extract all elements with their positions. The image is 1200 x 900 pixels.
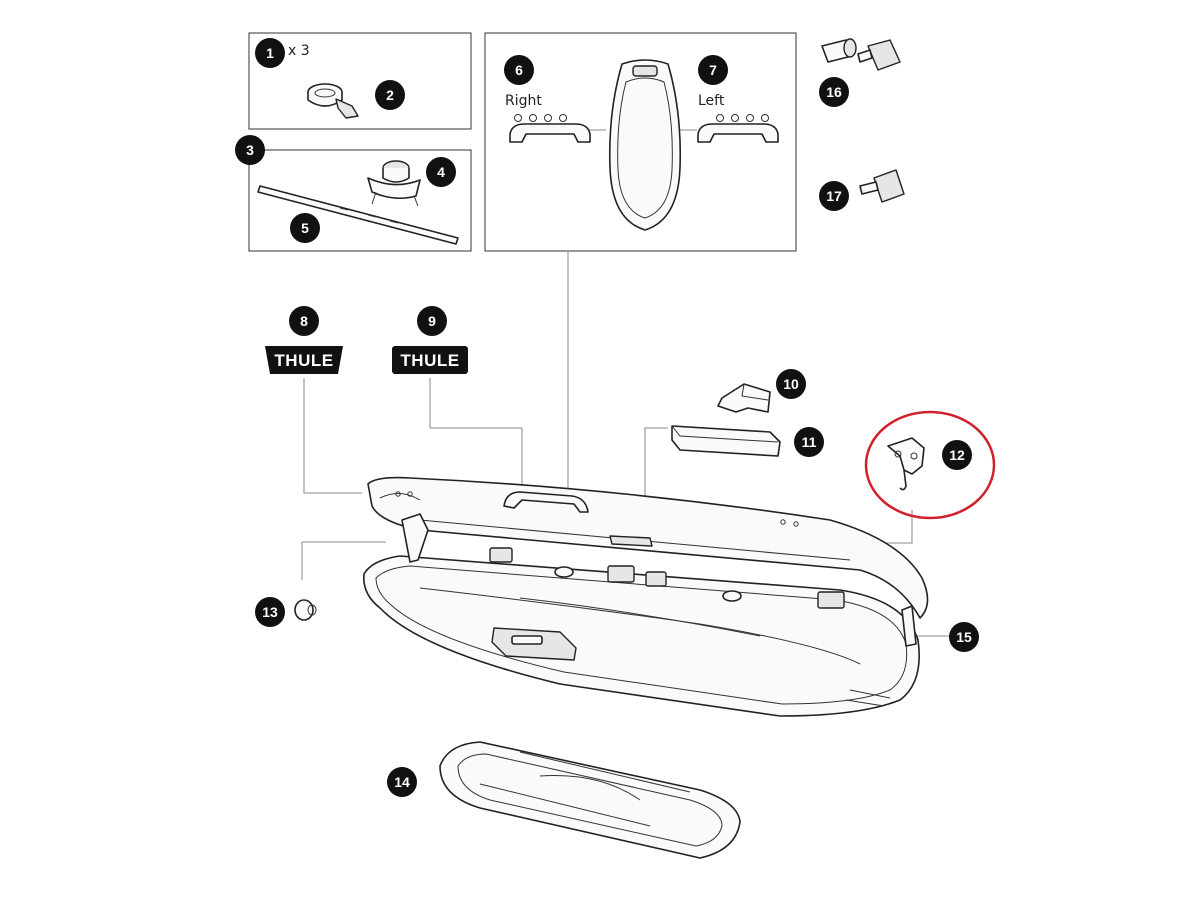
callout-16: 16 xyxy=(819,77,849,107)
callout-11: 11 xyxy=(794,427,824,457)
svg-text:6: 6 xyxy=(515,62,523,78)
key-part xyxy=(859,169,905,203)
left-label: Left xyxy=(698,93,725,109)
lock-and-key-part xyxy=(821,38,901,71)
svg-text:7: 7 xyxy=(709,62,717,78)
base-tray-part xyxy=(439,741,741,859)
svg-text:14: 14 xyxy=(394,774,410,790)
svg-text:15: 15 xyxy=(956,629,972,645)
leader-lines xyxy=(301,129,950,637)
svg-text:2: 2 xyxy=(386,87,394,103)
logo-8-text: THULE xyxy=(274,351,333,370)
bracket-part xyxy=(717,383,771,413)
group-box-handles xyxy=(484,32,797,252)
callout-17: 17 xyxy=(819,181,849,211)
end-cap-part xyxy=(294,599,317,621)
roof-box-main xyxy=(363,476,929,717)
svg-text:4: 4 xyxy=(437,164,445,180)
callout-7: 7 xyxy=(698,55,728,85)
svg-text:1: 1 xyxy=(266,45,274,61)
right-label: Right xyxy=(505,93,542,109)
highlight-circle xyxy=(864,410,996,520)
svg-text:8: 8 xyxy=(300,313,308,329)
svg-text:9: 9 xyxy=(428,313,436,329)
svg-text:3: 3 xyxy=(246,142,254,158)
group-box-strap xyxy=(248,32,472,130)
svg-text:13: 13 xyxy=(262,604,278,620)
left-handle-part xyxy=(697,114,779,143)
callout-12: 12 xyxy=(942,440,972,470)
knob-mount-part xyxy=(367,160,421,207)
logo-9-text: THULE xyxy=(400,351,459,370)
callout-4: 4 xyxy=(426,157,456,187)
hinge-part xyxy=(887,437,925,491)
foam-block-part xyxy=(671,425,781,457)
callout-9: 9 xyxy=(417,306,447,336)
right-handle-part xyxy=(509,114,591,143)
quantity-label: x 3 xyxy=(288,43,310,59)
svg-text:17: 17 xyxy=(826,188,842,204)
callout-8: 8 xyxy=(289,306,319,336)
box-lid-part xyxy=(608,59,682,231)
callout-10: 10 xyxy=(776,369,806,399)
callout-15: 15 xyxy=(949,622,979,652)
callout-14: 14 xyxy=(387,767,417,797)
mounting-rail-part xyxy=(257,185,459,245)
svg-text:5: 5 xyxy=(301,220,309,236)
logo-badge-8: THULE xyxy=(265,346,343,374)
callout-6: 6 xyxy=(504,55,534,85)
callout-5: 5 xyxy=(290,213,320,243)
strap-part xyxy=(307,83,359,119)
group-box-mounting xyxy=(248,149,472,252)
callout-13: 13 xyxy=(255,597,285,627)
logo-badge-9: THULE xyxy=(392,346,468,374)
svg-text:10: 10 xyxy=(783,376,799,392)
callout-2: 2 xyxy=(375,80,405,110)
svg-text:16: 16 xyxy=(826,84,842,100)
svg-text:12: 12 xyxy=(949,447,965,463)
svg-text:11: 11 xyxy=(802,434,817,450)
callout-3: 3 xyxy=(235,135,265,165)
callout-1: 1 xyxy=(255,38,285,68)
